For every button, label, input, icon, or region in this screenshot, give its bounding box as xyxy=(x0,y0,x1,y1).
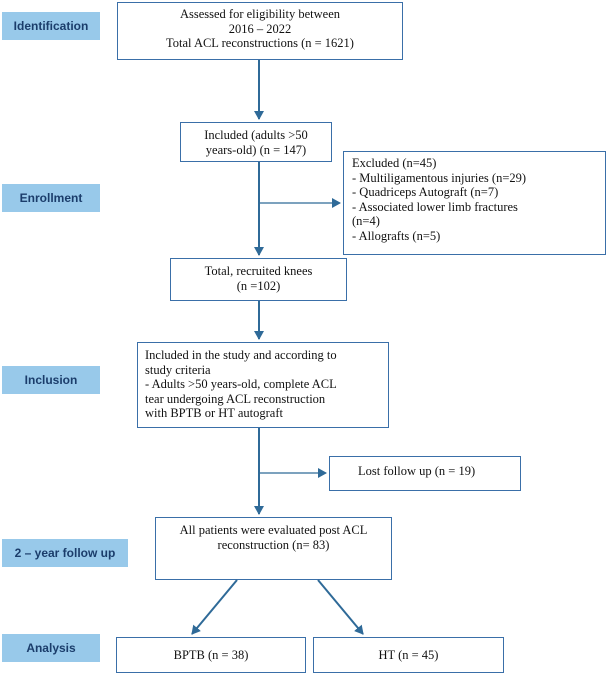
study-criteria-box: Included in the study and according to s… xyxy=(137,342,389,428)
assessed-line-2: 2016 – 2022 xyxy=(228,21,292,36)
bptb-line-1: BPTB (n = 38) xyxy=(173,648,249,662)
included-line-2: years-old) (n = 147) xyxy=(205,142,307,157)
study-line-1: Included in the study and according to xyxy=(145,348,337,362)
study-line-5: with BPTB or HT autograft xyxy=(145,406,283,420)
study-line-3: - Adults >50 years-old, complete ACL xyxy=(145,377,337,391)
recruited-line-1: Total, recruited knees xyxy=(204,264,313,278)
evaluated-line-1: All patients were evaluated post ACL xyxy=(179,523,368,537)
stage-inclusion: Inclusion xyxy=(2,366,100,394)
stage-analysis: Analysis xyxy=(2,634,100,662)
recruited-box: Total, recruited knees (n =102) xyxy=(170,258,347,301)
excluded-line-5: (n=4) xyxy=(352,214,380,228)
excluded-line-4: - Associated lower limb fractures xyxy=(352,199,518,214)
excluded-line-2: - Multiligamentous injuries (n=29) xyxy=(352,170,527,185)
excluded-line-3: - Quadriceps Autograft (n=7) xyxy=(352,185,499,199)
stage-enrollment: Enrollment xyxy=(2,184,100,212)
ht-line-1: HT (n = 45) xyxy=(378,648,439,662)
study-line-2: study criteria xyxy=(145,362,211,377)
evaluated-line-2: reconstruction (n= 83) xyxy=(217,537,330,552)
stage-identification: Identification xyxy=(2,12,100,40)
study-line-4: tear undergoing ACL reconstruction xyxy=(145,391,326,406)
assessed-line-3: Total ACL reconstructions (n = 1621) xyxy=(166,36,354,50)
excluded-box: Excluded (n=45) - Multiligamentous injur… xyxy=(343,151,606,255)
recruited-line-2: (n =102) xyxy=(236,278,281,293)
evaluated-box: All patients were evaluated post ACL rec… xyxy=(155,517,392,580)
stage-followup: 2 – year follow up xyxy=(2,539,128,567)
excluded-line-1: Excluded (n=45) xyxy=(352,156,437,170)
arrow-to-bptb xyxy=(191,579,238,635)
ht-box: HT (n = 45) xyxy=(313,637,504,673)
lost-follow-up-box: Lost follow up (n = 19) xyxy=(329,456,521,491)
included-box: Included (adults >50 years-old) (n = 147… xyxy=(180,122,332,162)
assessed-box: Assessed for eligibility between 2016 – … xyxy=(117,2,403,60)
bptb-box: BPTB (n = 38) xyxy=(116,637,306,673)
lost-line-1: Lost follow up (n = 19) xyxy=(358,464,476,478)
excluded-line-6: - Allografts (n=5) xyxy=(352,228,441,243)
arrow-to-ht xyxy=(317,579,364,635)
included-line-1: Included (adults >50 xyxy=(204,128,308,142)
assessed-line-1: Assessed for eligibility between xyxy=(179,7,341,21)
